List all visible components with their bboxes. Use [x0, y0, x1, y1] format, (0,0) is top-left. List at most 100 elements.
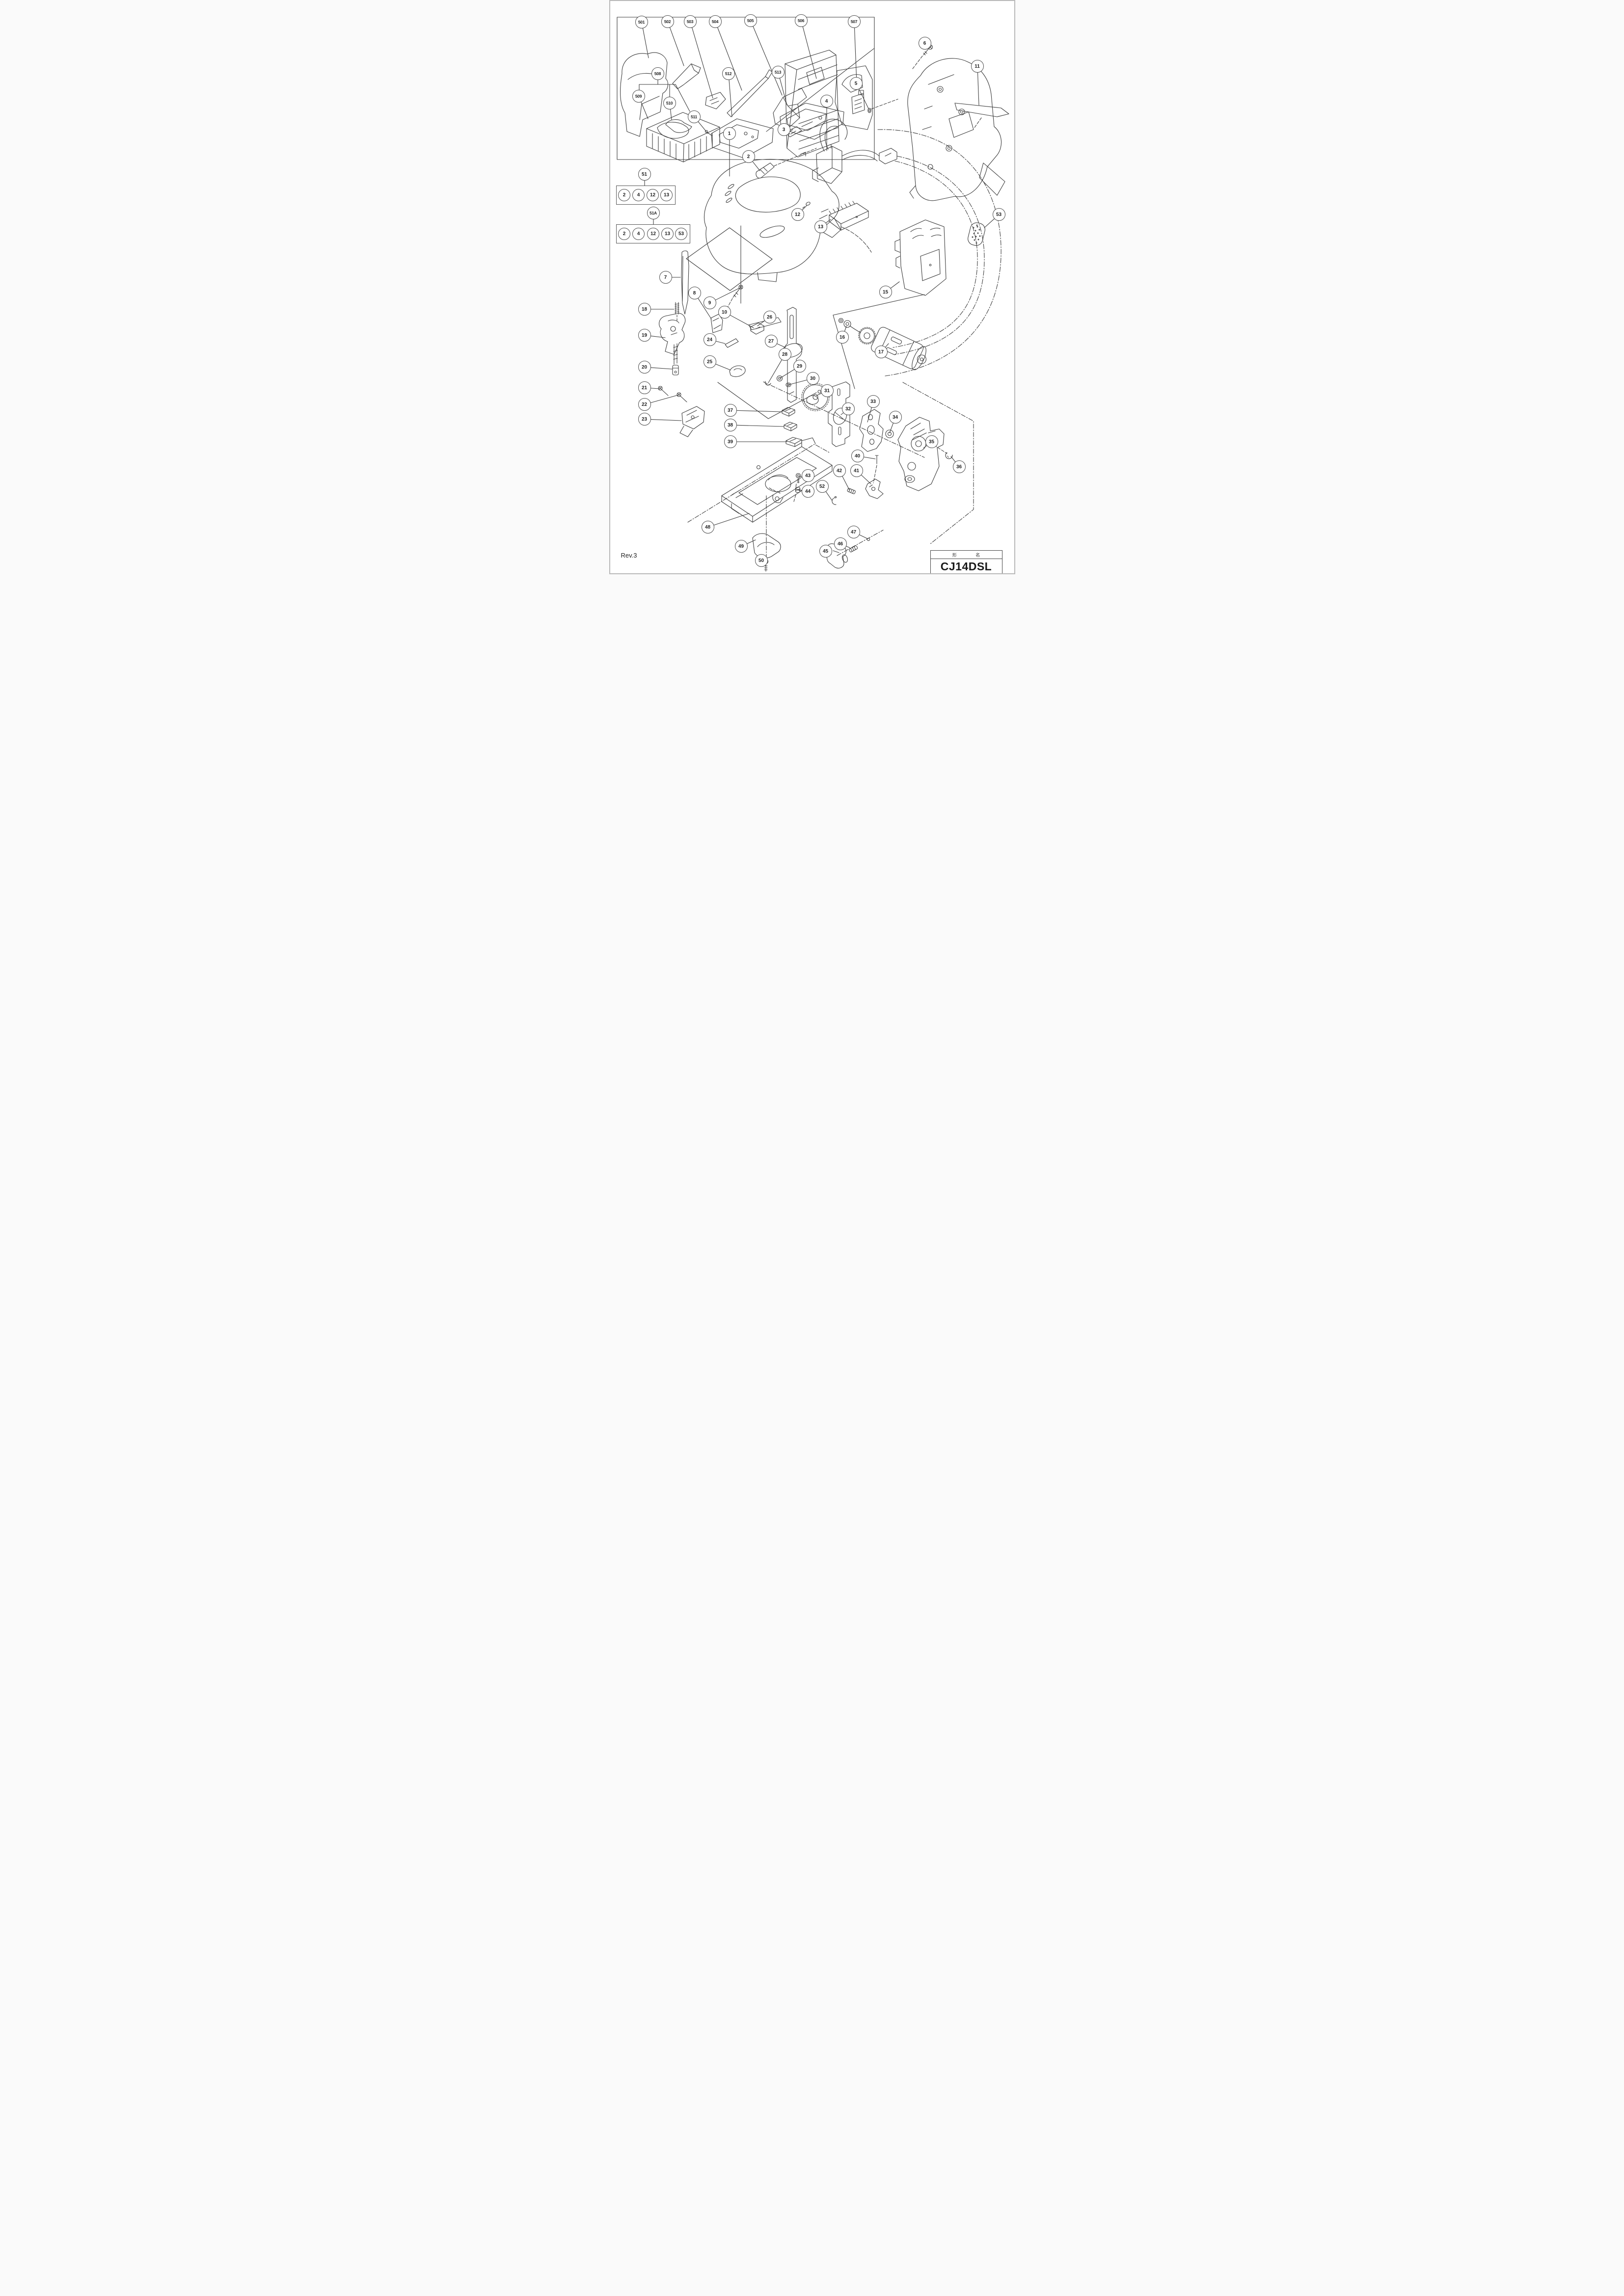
group-51-item-12: 12	[647, 188, 659, 201]
section-lines	[685, 48, 982, 559]
balloon-504: 504	[708, 15, 722, 28]
balloon-501: 501	[635, 16, 648, 28]
gear-cover-35-part	[897, 417, 945, 491]
pin-24-part	[724, 338, 739, 348]
group-51-item-4: 4	[632, 188, 645, 201]
snap-ring-36-part	[945, 452, 953, 459]
balloon-27: 27	[764, 335, 778, 347]
holder-23-part	[679, 406, 705, 437]
guide-plate-32-part	[827, 381, 850, 447]
balloon-48: 48	[701, 521, 714, 534]
gasket-33-part	[859, 409, 884, 452]
balloon-32: 32	[841, 402, 855, 415]
balloon-2: 2	[742, 150, 755, 163]
balloon-20: 20	[638, 361, 651, 374]
balloon-4: 4	[820, 95, 833, 107]
balloon-513: 513	[771, 66, 785, 79]
balloon-1: 1	[723, 127, 736, 140]
balloon-52: 52	[815, 480, 829, 493]
balloon-22: 22	[638, 398, 651, 411]
motor-part	[853, 327, 926, 371]
balloon-511: 511	[687, 110, 701, 123]
balloon-13: 13	[814, 220, 827, 233]
balloon-3: 3	[777, 123, 790, 136]
washer-34-part	[885, 429, 894, 438]
connector-part	[878, 148, 897, 164]
dust-cover-part	[894, 219, 947, 296]
balloon-34: 34	[889, 411, 902, 424]
gear-31-part	[801, 383, 830, 411]
balloon-47: 47	[847, 526, 860, 538]
cord-boot-part	[755, 162, 775, 179]
balloon-25: 25	[703, 355, 716, 368]
roller-pin-part	[672, 365, 679, 375]
spring-42-part	[847, 488, 856, 494]
balloon-45: 45	[819, 545, 832, 558]
splinter-guard-part	[704, 92, 726, 109]
balloon-509: 509	[632, 90, 645, 103]
balloon-40: 40	[851, 450, 864, 462]
group-51A-item-12: 12	[647, 227, 659, 240]
group-51A-item-4: 4	[632, 227, 645, 240]
balloon-51: 51	[638, 168, 651, 181]
balloon-33: 33	[866, 395, 880, 408]
title-block: 形 名 CJ14DSL	[930, 550, 1002, 573]
stack-case-part	[646, 112, 720, 162]
balloon-16: 16	[836, 331, 849, 344]
group-51A-item-2: 2	[618, 227, 630, 240]
balloon-36: 36	[952, 460, 966, 473]
switch-part	[812, 119, 880, 184]
ball-47-part	[866, 537, 870, 541]
plungers-37-38-39	[781, 407, 802, 447]
title-block-label: 形 名	[930, 551, 1002, 559]
e-ring-28-part	[764, 381, 771, 386]
balloon-510: 510	[663, 97, 676, 109]
knob-45-part	[826, 543, 848, 569]
controller-part	[828, 201, 869, 231]
balloon-29: 29	[793, 360, 806, 373]
balloon-41: 41	[850, 464, 863, 477]
balloon-49: 49	[734, 540, 748, 553]
bolt-43-part	[795, 473, 801, 483]
balloon-35: 35	[925, 435, 938, 448]
balloon-42: 42	[833, 464, 846, 477]
bushing-29-part	[776, 375, 783, 382]
o-ring-part	[867, 107, 871, 113]
model-number: CJ14DSL	[940, 560, 992, 573]
charger-part	[834, 65, 873, 130]
balloon-5: 5	[849, 77, 863, 90]
housing-right-part	[907, 58, 1005, 201]
balloon-44: 44	[801, 485, 814, 498]
group-51-item-13: 13	[660, 188, 673, 201]
inner-tray-part	[710, 118, 774, 159]
balloon-8: 8	[688, 287, 701, 299]
carrying-case-part	[784, 50, 839, 158]
revision-label: Rev.3	[621, 552, 637, 559]
clip-25-part	[729, 365, 746, 377]
balloon-507: 507	[847, 15, 861, 28]
balloon-19: 19	[638, 329, 651, 342]
balloon-18: 18	[638, 303, 651, 316]
balloon-505: 505	[744, 14, 757, 27]
balloon-9: 9	[703, 296, 716, 309]
base-48-part	[721, 437, 833, 523]
screw-9-part	[732, 285, 743, 298]
balloon-15: 15	[879, 286, 892, 298]
leader-lines	[640, 26, 995, 563]
balloon-508: 508	[651, 67, 664, 80]
balloon-17: 17	[874, 346, 888, 358]
lever-41-part	[865, 479, 884, 499]
balloon-21: 21	[638, 381, 651, 394]
balloon-512: 512	[722, 67, 735, 80]
blade-7-part	[680, 250, 689, 315]
balloon-503: 503	[683, 15, 697, 28]
balloon-23: 23	[638, 413, 651, 426]
wire-harness	[840, 129, 1001, 376]
balloon-11: 11	[971, 60, 984, 73]
balloon-31: 31	[820, 384, 834, 397]
blade-holder-part	[658, 313, 685, 365]
balloon-46: 46	[834, 537, 847, 550]
balloon-37: 37	[724, 404, 737, 417]
balloon-30: 30	[806, 372, 819, 385]
